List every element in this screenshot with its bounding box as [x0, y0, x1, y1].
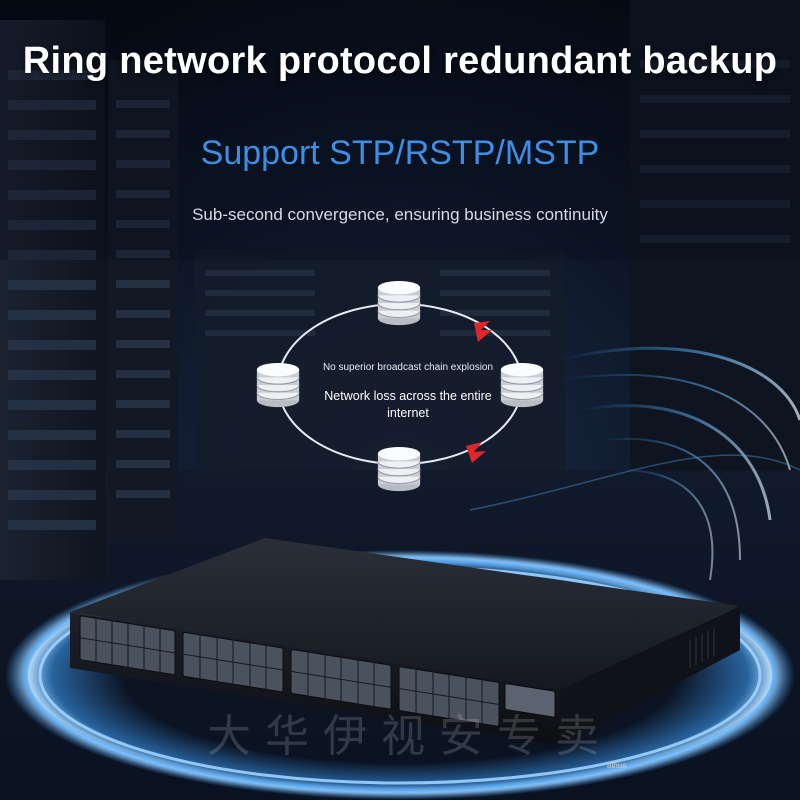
brand-mark: alhua	[607, 761, 627, 770]
watermark: 大华伊视安专卖	[207, 711, 613, 762]
network-switch: alhua	[70, 538, 740, 770]
server-racks-left	[0, 20, 178, 580]
page-title: Ring network protocol redundant backup	[22, 40, 778, 82]
page-caption: Sub-second convergence, ensuring busines…	[192, 205, 608, 224]
light-streaks	[469, 346, 800, 581]
database-stack-icon	[500, 362, 544, 408]
lightning-break-icon	[466, 442, 486, 463]
database-stack-icon	[256, 362, 300, 408]
page-subtitle: Support STP/RSTP/MSTP	[200, 134, 600, 172]
database-stack-icon	[377, 280, 421, 326]
ring-note-main: Network loss across the entire internet	[324, 389, 492, 420]
database-stack-icon	[377, 446, 421, 492]
lightning-break-icon	[474, 321, 492, 342]
ring-note-small: No superior broadcast chain explosion	[322, 362, 494, 373]
ring-topology-diagram	[256, 280, 544, 492]
